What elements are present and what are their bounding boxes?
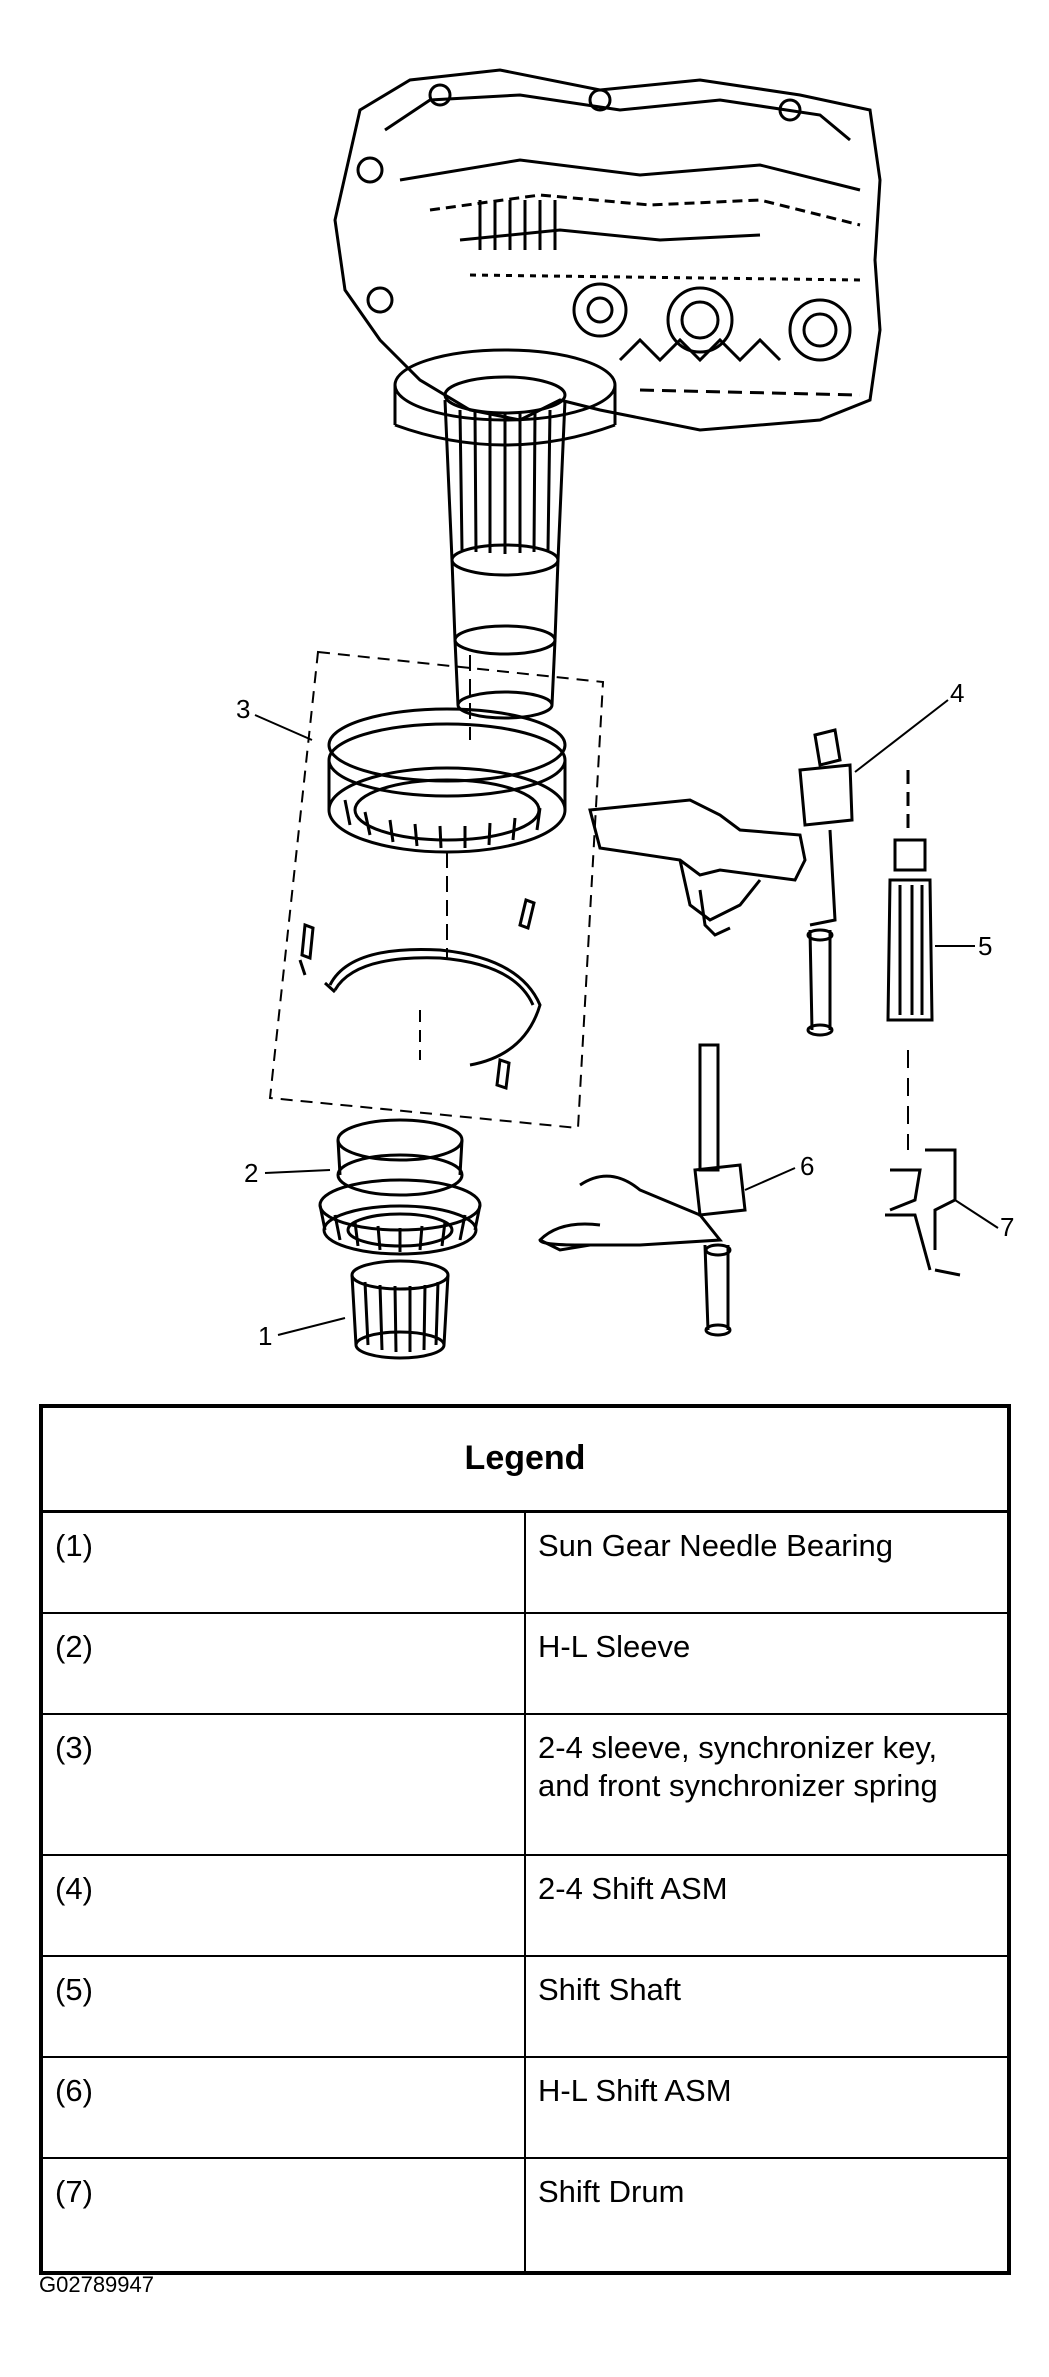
legend-description: Sun Gear Needle Bearing [524,1510,1010,1614]
callout-1: 1 [258,1321,272,1351]
legend-description: 2-4 sleeve, synchronizer key, and front … [524,1713,1010,1856]
legend-number: (6) [40,2056,526,2159]
legend-title: Legend [40,1405,1010,1513]
legend-number: (7) [40,2157,526,2274]
legend-row: (7) Shift Drum [40,2157,1010,2274]
legend-number: (1) [40,1510,526,1614]
shift-fork-2-4 [588,728,854,1037]
legend-row: (6) H-L Shift ASM [40,2056,1010,2159]
callout-2: 2 [244,1158,258,1188]
legend-row: (5) Shift Shaft [40,1955,1010,2058]
legend-description: 2-4 Shift ASM [524,1854,1010,1957]
sleeve-2-4 [327,707,567,854]
shift-drum [885,1148,961,1277]
legend-description: H-L Shift ASM [524,2056,1010,2159]
needle-bearing [350,1259,450,1360]
legend-table: Legend (1) Sun Gear Needle Bearing (2) H… [39,1404,1011,2275]
callout-3: 3 [236,694,250,724]
figure-id: G02789947 [39,2272,154,2297]
callout-leaders [254,699,999,1336]
shift-fork-hl [538,1043,747,1337]
callout-5: 5 [978,931,992,961]
legend-number: (4) [40,1854,526,1957]
legend-number: (3) [40,1713,526,1856]
hl-sleeve [318,1118,482,1256]
legend-row: (4) 2-4 Shift ASM [40,1854,1010,1957]
legend-description: H-L Sleeve [524,1612,1010,1715]
legend-description: Shift Drum [524,2157,1010,2274]
synchronizer-keys-and-spring [298,897,542,1091]
output-shaft [393,348,617,720]
legend-row: (2) H-L Sleeve [40,1612,1010,1715]
item-3-group-box [268,650,605,1130]
legend-row: (1) Sun Gear Needle Bearing [40,1510,1010,1614]
callout-6: 6 [800,1151,814,1181]
legend-number: (5) [40,1955,526,2058]
callout-4: 4 [950,678,964,708]
legend-description: Shift Shaft [524,1955,1010,2058]
transfer-case-housing [333,68,882,432]
exploded-parts-diagram: 1 2 3 4 5 6 7 [236,68,1014,1360]
callout-7: 7 [1000,1212,1014,1242]
legend-row: (3) 2-4 sleeve, synchronizer key, and fr… [40,1713,1010,1856]
shift-shaft [886,770,934,1150]
legend-number: (2) [40,1612,526,1715]
